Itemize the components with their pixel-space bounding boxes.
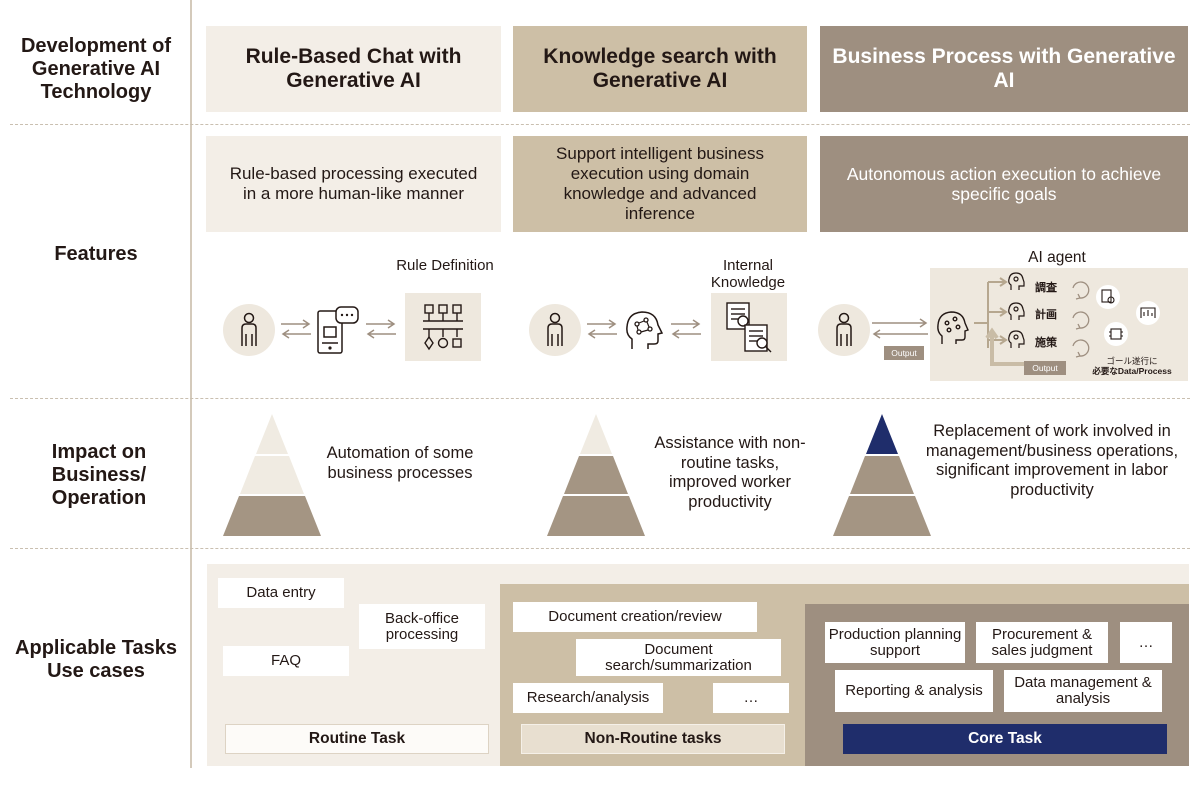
goal-note-line-1: ゴール遂行に <box>1106 356 1158 366</box>
row-divider-1 <box>10 124 1190 125</box>
row-label-features: Features <box>54 243 138 265</box>
agent-step-plan: 計画 <box>1035 309 1057 321</box>
impact-text-2: Assistance with non-routine tasks, impro… <box>654 434 806 511</box>
non-routine-task-label: Non-Routine tasks <box>521 724 785 754</box>
exchange-arrows-icon <box>366 319 396 339</box>
task-document-search: Document search/summarization <box>576 639 781 676</box>
task-reporting-analysis: Reporting & analysis <box>835 670 993 712</box>
output-label: Output <box>884 346 924 360</box>
document-search-icon <box>711 293 787 361</box>
row-label-impact: Impact on Business/ Operation <box>51 441 147 509</box>
output-label-2: Output <box>1024 361 1066 375</box>
internal-knowledge-label: Internal Knowledge <box>710 257 786 291</box>
person-icon <box>818 304 870 356</box>
exchange-arrows-icon <box>281 319 311 339</box>
routine-task-label: Routine Task <box>225 724 489 754</box>
ai-brain-head-icon <box>626 311 664 349</box>
impact-text-1: Automation of some business processes <box>326 444 474 482</box>
flowchart-icon <box>405 293 481 361</box>
core-task-label: Core Task <box>843 724 1167 754</box>
person-icon <box>223 304 275 356</box>
exchange-arrows-icon <box>587 319 617 339</box>
column-title-business-process: Business Process with Generative AI <box>820 26 1188 112</box>
task-faq: FAQ <box>223 646 349 676</box>
row-label-development: Development of Generative AI Technology <box>20 35 172 103</box>
goal-note: ゴール遂行に 必要なData/Process <box>1080 356 1184 376</box>
task-more-non-routine: … <box>713 683 789 713</box>
task-back-office-processing: Back-office processing <box>359 604 485 649</box>
task-more-core: … <box>1120 622 1172 663</box>
row-divider-2 <box>10 398 1190 399</box>
goal-note-line-2: 必要なData/Process <box>1092 366 1172 376</box>
vertical-divider <box>190 0 192 768</box>
task-production-planning: Production planning support <box>825 622 965 663</box>
feature-knowledge-search: Support intelligent business execution u… <box>513 136 807 232</box>
exchange-arrows-icon <box>671 319 701 339</box>
exchange-arrows-icon <box>872 318 928 339</box>
ai-agent-label: AI agent <box>1028 249 1086 266</box>
task-research-analysis: Research/analysis <box>513 683 663 713</box>
task-data-entry: Data entry <box>218 578 344 608</box>
column-title-knowledge-search: Knowledge search with Generative AI <box>513 26 807 112</box>
agent-step-action: 施策 <box>1035 337 1057 349</box>
agent-step-research: 調査 <box>1035 282 1057 294</box>
task-data-management: Data management & analysis <box>1004 670 1162 712</box>
feature-business-process: Autonomous action execution to achieve s… <box>820 136 1188 232</box>
impact-pyramid-1 <box>223 414 321 536</box>
chatbot-phone-icon <box>317 306 359 354</box>
impact-pyramid-2 <box>547 414 645 536</box>
rule-definition-label: Rule Definition <box>396 257 494 274</box>
impact-text-3: Replacement of work involved in manageme… <box>925 422 1179 499</box>
column-title-rule-based: Rule-Based Chat with Generative AI <box>206 26 501 112</box>
task-procurement-sales: Procurement & sales judgment <box>976 622 1108 663</box>
person-icon <box>529 304 581 356</box>
impact-pyramid-3 <box>833 414 931 536</box>
feature-rule-based: Rule-based processing executed in a more… <box>206 136 501 232</box>
row-label-tasks: Applicable Tasks Use cases <box>15 637 177 682</box>
agent-flow-diagram <box>937 272 1160 366</box>
row-divider-3 <box>10 548 1190 549</box>
task-document-creation: Document creation/review <box>513 602 757 632</box>
